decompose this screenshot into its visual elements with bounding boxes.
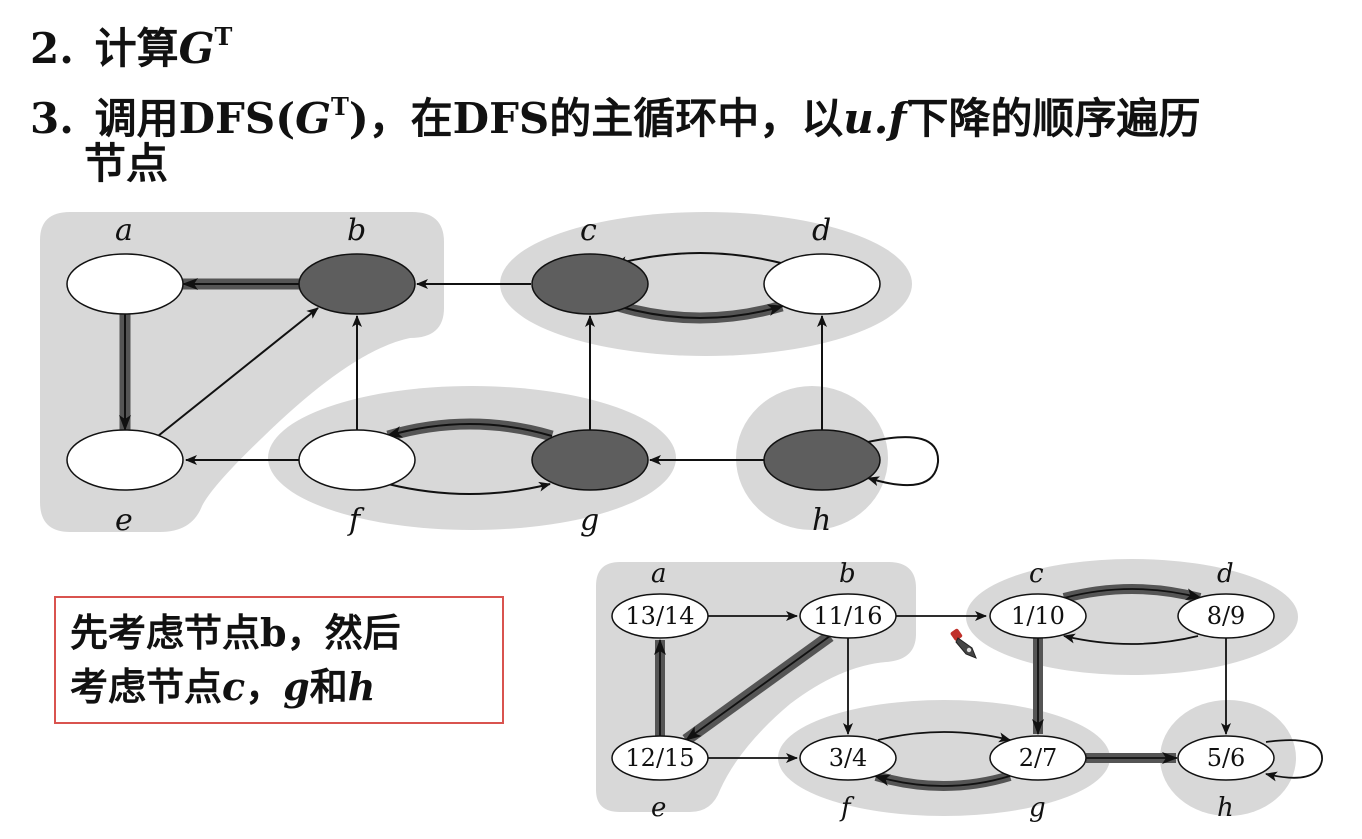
note-box: 先考虑节点b，然后 考虑节点c，g和h [54,596,504,724]
top-node-a [66,253,184,315]
top-edge-c-d [617,304,784,319]
pen-cursor-icon[interactable] [948,628,982,662]
top-label-e: e [115,503,133,538]
top-scc-regions [40,212,912,532]
bottom-time-d: 8/9 [1207,602,1246,630]
bottom-time-a: 13/14 [625,602,694,630]
note-h: h [347,664,376,709]
bottom-edge-d-c [1063,633,1199,645]
step-3-continuation: 节点 [84,135,168,193]
top-label-d: d [812,213,831,248]
step-2-sup: T [214,22,233,51]
note-comma: ， [245,664,284,709]
top-label-b: b [347,213,366,248]
top-node-b [298,253,416,315]
top-nodes [66,253,881,491]
bottom-label-b: b [839,559,856,589]
top-label-g: g [580,503,599,538]
bottom-time-g: 2/7 [1019,744,1058,772]
bottom-node-times: 13/14 11/16 1/10 8/9 12/15 3/4 2/7 5/6 [625,602,1245,772]
top-edge-d-c [615,252,786,267]
note-c: c [222,664,246,709]
bottom-label-h: h [1217,793,1234,823]
bottom-node-f [799,735,897,781]
bottom-label-e: e [651,793,666,823]
bottom-scc-cd [966,559,1298,675]
top-edge-g-f [386,423,553,438]
step-2-text: 计算 [94,24,179,73]
step-3-uf: u.f [843,94,907,143]
note-line-2-a: 考虑节点 [70,664,223,709]
step-3-text-b: )，在DFS的主循环中，以 [348,94,844,143]
bottom-node-a [611,593,709,639]
step-3-sup: T [330,92,349,121]
top-edge-f-g [387,481,551,495]
bottom-time-b: 11/16 [813,602,882,630]
step-3-heading: 3. 调用DFS(GT)，在DFS的主循环中，以u.f下降的顺序遍历 [30,78,1201,148]
bottom-label-g: g [1029,793,1046,823]
step-3-text-a: 调用DFS( [94,94,296,143]
bottom-time-e: 12/15 [625,744,694,772]
note-line-1: 先考虑节点b，然后 [70,610,401,655]
top-node-f [298,429,416,491]
top-node-e [66,429,184,491]
top-label-h: h [812,503,831,538]
note-and: 和 [309,664,348,709]
bottom-time-c: 1/10 [1011,602,1065,630]
bottom-node-e [611,735,709,781]
top-label-c: c [580,213,597,248]
bottom-node-h [1177,735,1275,781]
note-line-2: 考虑节点c，g和h [70,660,488,714]
top-scc-fg [268,386,676,530]
bottom-label-d: d [1217,559,1234,589]
bottom-edge-b-e [685,635,831,741]
note-g: g [283,664,310,709]
step-2-heading: 2. 计算GT [30,8,232,78]
step-3-number: 3. [30,94,74,143]
step-2-g: G [178,24,215,73]
step-3-text-d: 节点 [84,139,169,188]
bottom-labels: a b c d e f g h [651,559,1234,823]
step-3-g: G [295,94,331,143]
top-node-g [531,429,649,491]
top-edges [119,252,940,495]
bottom-edge-f-g [877,731,1011,743]
bottom-time-f: 3/4 [829,744,868,772]
bottom-scc-fg [778,700,1110,816]
top-node-d [763,253,881,315]
bottom-edge-g-f [874,774,1011,787]
top-scc-cd [500,212,912,356]
top-node-c [531,253,649,315]
bottom-edge-h-h [1265,739,1323,782]
bottom-edge-c-d [1063,588,1202,601]
top-labels: a b c d e f g h [115,213,831,538]
bottom-label-c: c [1029,559,1044,589]
top-edge-e-b [157,307,319,437]
bottom-node-g [989,735,1087,781]
step-2-number: 2. [30,24,74,73]
top-label-a: a [115,213,133,248]
top-node-h [763,429,881,491]
step-3-text-c: 下降的顺序遍历 [906,94,1201,143]
bottom-label-a: a [651,559,667,589]
bottom-node-d [1177,593,1275,639]
bottom-nodes [611,593,1275,781]
bottom-node-b [799,593,897,639]
bottom-time-h: 5/6 [1207,744,1246,772]
bottom-edges [654,584,1323,791]
bottom-node-c [989,593,1087,639]
top-edge-h-h [867,436,940,487]
